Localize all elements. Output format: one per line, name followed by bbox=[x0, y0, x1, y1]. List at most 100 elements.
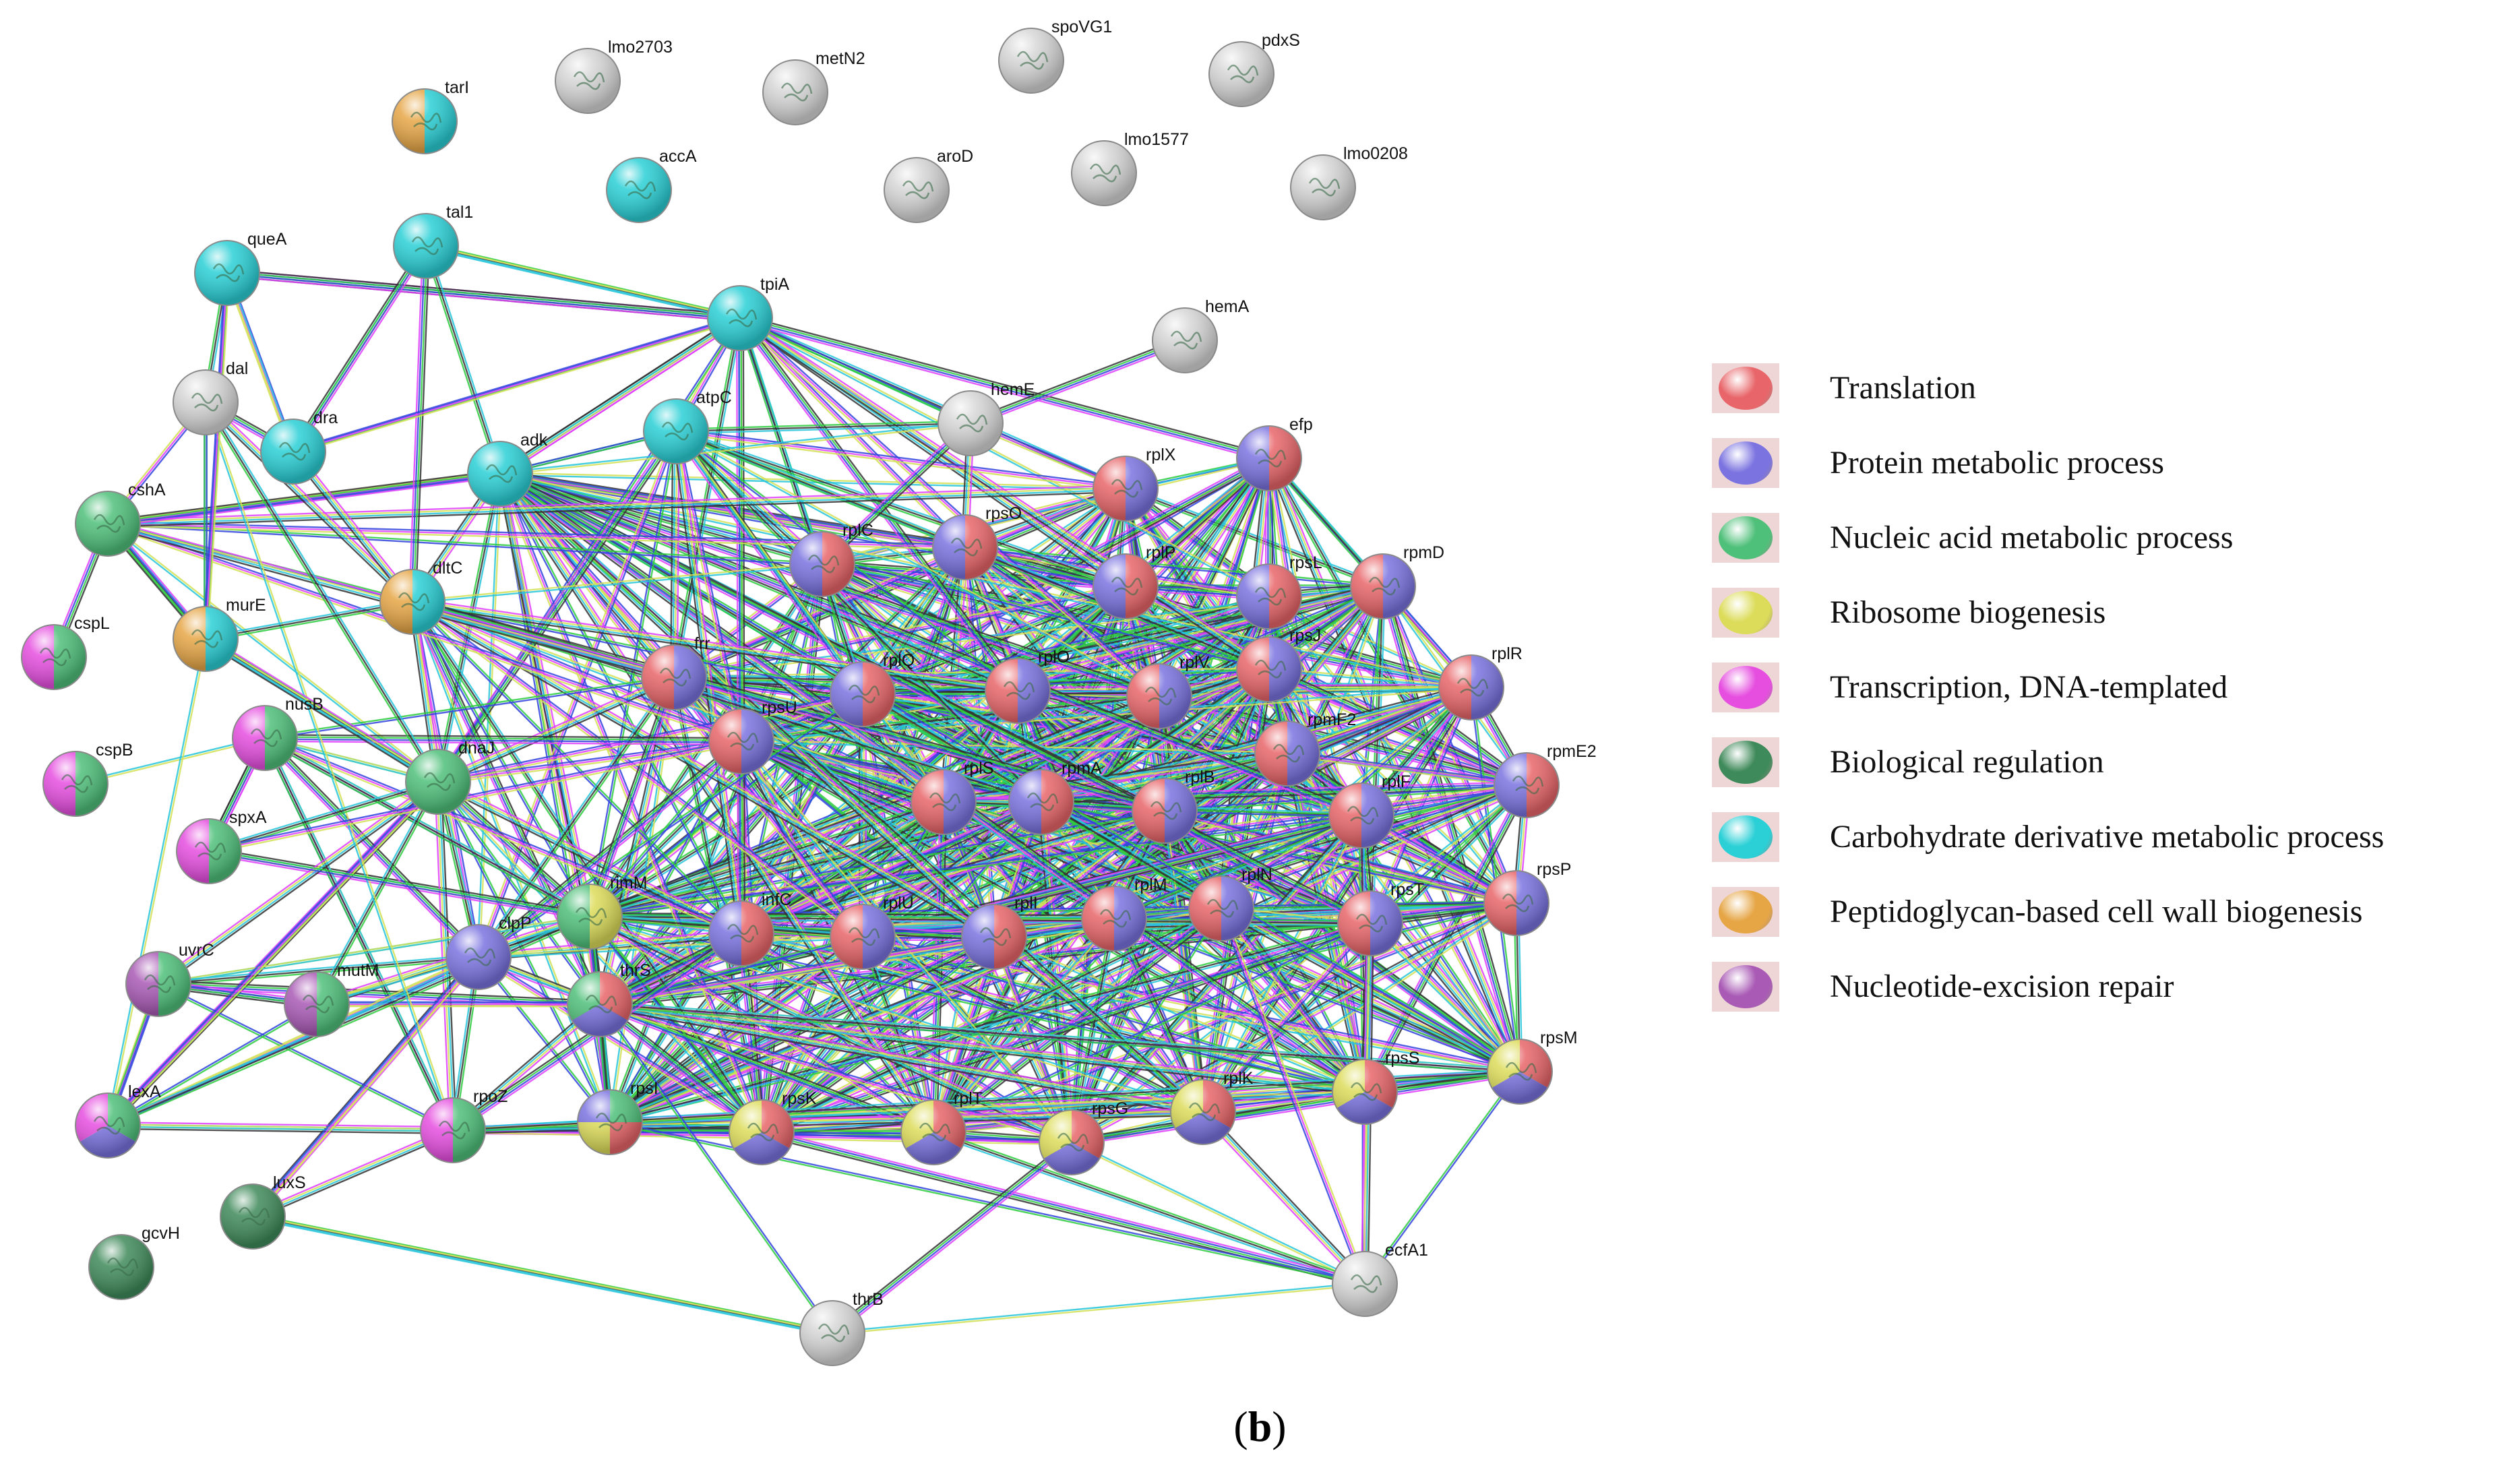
node-rplS[interactable]: rplS bbox=[911, 759, 993, 835]
node-thrB[interactable]: thrB bbox=[799, 1290, 884, 1366]
node-rpsT[interactable]: rpsT bbox=[1337, 880, 1424, 956]
node-hemA[interactable]: hemA bbox=[1152, 297, 1250, 373]
edge-dal-dnaJ bbox=[203, 403, 437, 784]
legend-swatch bbox=[1712, 662, 1779, 712]
node-infC[interactable]: infC bbox=[708, 890, 791, 966]
node-lmo2703[interactable]: lmo2703 bbox=[555, 38, 673, 114]
edge-ecfA1-rpsK bbox=[761, 1132, 1365, 1286]
caption-letter: b bbox=[1248, 1403, 1272, 1450]
node-label-cspB: cspB bbox=[96, 741, 133, 760]
node-rpsJ[interactable]: rpsJ bbox=[1236, 626, 1321, 702]
node-rplM[interactable]: rplM bbox=[1081, 875, 1167, 952]
node-rplQ[interactable]: rplQ bbox=[830, 651, 915, 727]
node-cspB[interactable]: cspB bbox=[42, 741, 133, 817]
node-rpmE2[interactable]: rpmE2 bbox=[1494, 742, 1597, 818]
node-ecfA1[interactable]: ecfA1 bbox=[1332, 1241, 1428, 1317]
node-rpsM[interactable]: rpsM bbox=[1487, 1028, 1578, 1105]
node-rplI[interactable]: rplI bbox=[961, 894, 1038, 970]
node-rplF[interactable]: rplF bbox=[1328, 772, 1411, 849]
node-rpsK[interactable]: rpsK bbox=[729, 1089, 817, 1165]
node-label-adk: adk bbox=[520, 431, 548, 450]
legend-label: Nucleotide-excision repair bbox=[1830, 968, 2174, 1004]
edge-tpiA-infC bbox=[740, 317, 743, 933]
node-metN2[interactable]: metN2 bbox=[762, 49, 865, 125]
node-rpsG[interactable]: rpsG bbox=[1039, 1099, 1128, 1175]
node-rpsP[interactable]: rpsP bbox=[1483, 860, 1571, 936]
edge-dltC-rplC bbox=[412, 564, 823, 604]
node-rplB[interactable]: rplB bbox=[1132, 768, 1215, 844]
node-frr[interactable]: frr bbox=[641, 634, 710, 710]
node-rpsU[interactable]: rpsU bbox=[708, 698, 797, 774]
node-accA[interactable]: accA bbox=[606, 147, 697, 223]
figure-caption: (b) bbox=[0, 1402, 2520, 1452]
node-rpmA[interactable]: rpmA bbox=[1008, 759, 1102, 835]
node-rplT[interactable]: rplT bbox=[900, 1089, 983, 1165]
node-uvrC[interactable]: uvrC bbox=[125, 941, 214, 1017]
node-nusB[interactable]: nusB bbox=[232, 695, 324, 771]
node-atpC[interactable]: atpC bbox=[643, 388, 732, 464]
node-lmo1577[interactable]: lmo1577 bbox=[1071, 130, 1189, 206]
node-spoVG1[interactable]: spoVG1 bbox=[998, 18, 1112, 94]
node-cspL[interactable]: cspL bbox=[21, 614, 110, 690]
node-queA[interactable]: queA bbox=[194, 230, 287, 306]
edge-lexA-rpoZ bbox=[108, 1121, 454, 1128]
node-pdxS[interactable]: pdxS bbox=[1208, 31, 1300, 107]
edge-rpsJ-rplR bbox=[1268, 669, 1471, 689]
node-aroD[interactable]: aroD bbox=[884, 147, 973, 223]
edge-atpC-rplP bbox=[675, 430, 1126, 588]
node-rpsL[interactable]: rpsL bbox=[1236, 553, 1322, 629]
edge-ecfA1-rpsG bbox=[1072, 1140, 1366, 1284]
node-luxS[interactable]: luxS bbox=[220, 1173, 306, 1250]
node-dra[interactable]: dra bbox=[260, 408, 338, 485]
node-clpP[interactable]: clpP bbox=[445, 914, 532, 990]
node-rplK[interactable]: rplK bbox=[1170, 1069, 1254, 1145]
node-rplC[interactable]: rplC bbox=[789, 521, 873, 597]
edge-queA-tpiA bbox=[227, 271, 741, 318]
node-lmo0208[interactable]: lmo0208 bbox=[1290, 144, 1408, 220]
node-tpiA[interactable]: tpiA bbox=[707, 275, 789, 351]
edge-uvrC-thrS bbox=[158, 982, 601, 1004]
node-adk[interactable]: adk bbox=[467, 431, 548, 507]
node-lexA[interactable]: lexA bbox=[75, 1082, 161, 1159]
node-label-hemE: hemE bbox=[991, 380, 1035, 399]
node-tal1[interactable]: tal1 bbox=[393, 203, 473, 279]
node-label-thrS: thrS bbox=[620, 961, 651, 980]
node-rpoZ[interactable]: rpoZ bbox=[420, 1087, 508, 1163]
node-rplN[interactable]: rplN bbox=[1188, 865, 1272, 942]
node-dal[interactable]: dal bbox=[173, 359, 248, 435]
node-mutM[interactable]: mutM bbox=[284, 961, 379, 1037]
node-murE[interactable]: murE bbox=[173, 596, 266, 672]
node-thrS[interactable]: thrS bbox=[567, 961, 651, 1037]
edge-dnaJ-rimM bbox=[439, 778, 592, 915]
legend-label: Transcription, DNA-templated bbox=[1830, 669, 2228, 705]
node-hemE[interactable]: hemE bbox=[938, 380, 1035, 456]
edge-lexA-rpoZ bbox=[108, 1124, 454, 1130]
node-efp[interactable]: efp bbox=[1236, 415, 1313, 491]
edge-dal-dnaJ bbox=[206, 400, 441, 781]
node-dltC[interactable]: dltC bbox=[379, 559, 462, 635]
node-rpsS[interactable]: rpsS bbox=[1332, 1049, 1419, 1125]
edge-rpsT-rplK bbox=[1202, 923, 1371, 1113]
node-rplV[interactable]: rplV bbox=[1126, 653, 1210, 729]
node-cshA[interactable]: cshA bbox=[75, 481, 166, 557]
node-gcvH[interactable]: gcvH bbox=[88, 1224, 180, 1300]
node-dnaJ[interactable]: dnaJ bbox=[405, 739, 495, 815]
node-rplO[interactable]: rplO bbox=[985, 648, 1070, 724]
edge-atpC-dnaJ bbox=[435, 429, 675, 780]
node-rplR[interactable]: rplR bbox=[1438, 644, 1523, 720]
node-rimM[interactable]: rimM bbox=[557, 873, 648, 950]
edge-tpiA-rplX bbox=[740, 315, 1127, 488]
node-rplP[interactable]: rplP bbox=[1093, 543, 1175, 619]
node-rpmD[interactable]: rpmD bbox=[1350, 543, 1444, 619]
edge-nusB-infC bbox=[264, 737, 742, 935]
node-rpmF2[interactable]: rpmF2 bbox=[1254, 710, 1356, 787]
node-label-cshA: cshA bbox=[128, 481, 166, 499]
node-rpsO[interactable]: rpsO bbox=[932, 504, 1022, 580]
edge-rplM-rplT bbox=[931, 917, 1114, 1132]
edge-rpmD-rpsM bbox=[1383, 586, 1522, 1072]
node-tarI[interactable]: tarI bbox=[392, 78, 469, 154]
node-rplX[interactable]: rplX bbox=[1093, 445, 1176, 522]
node-rpsI[interactable]: rpsI bbox=[577, 1079, 658, 1155]
node-spxA[interactable]: spxA bbox=[176, 808, 267, 884]
node-rplU[interactable]: rplU bbox=[830, 894, 914, 970]
